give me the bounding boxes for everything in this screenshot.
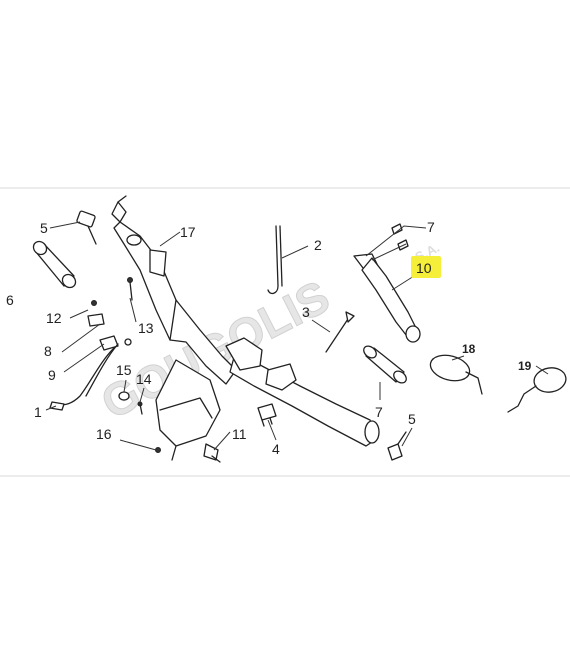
screws-7 [391, 223, 409, 251]
callout-16: 16 [96, 426, 112, 442]
right-grip [363, 345, 407, 384]
callout-15: 15 [116, 362, 132, 378]
callout-10: 10 [416, 260, 432, 276]
callout-7-top: 7 [427, 219, 435, 235]
cable-parts [49, 300, 132, 411]
callout-6: 6 [6, 292, 14, 308]
callout-17: 17 [180, 224, 196, 240]
callout-5-top: 5 [40, 220, 48, 236]
mirror-left [429, 354, 483, 395]
callout-14: 14 [136, 371, 152, 387]
bolt-16 [155, 447, 161, 453]
leader-lines [45, 221, 549, 451]
switch-4 [257, 403, 277, 427]
callout-labels: 5 17 2 7 10 6 12 13 3 8 9 18 19 15 14 1 … [6, 219, 532, 457]
callout-8: 8 [44, 343, 52, 359]
callout-18: 18 [462, 342, 476, 356]
callout-12: 12 [46, 310, 62, 326]
right-bottom-bolt [387, 431, 407, 461]
mirror-right [507, 367, 567, 413]
callout-5-bottom: 5 [408, 411, 416, 427]
callout-3: 3 [302, 304, 310, 320]
callout-7-bottom: 7 [375, 404, 383, 420]
callout-1: 1 [34, 404, 42, 420]
left-grip [32, 240, 77, 289]
left-top-bolt [76, 210, 97, 245]
callout-11: 11 [232, 426, 247, 442]
callout-19: 19 [518, 359, 532, 373]
pin-3 [325, 311, 355, 353]
callout-13: 13 [138, 320, 154, 336]
callout-2: 2 [314, 237, 322, 253]
pin-13 [127, 277, 133, 301]
callout-9: 9 [48, 367, 56, 383]
highlight-part-10 [411, 256, 441, 278]
callout-4: 4 [272, 441, 280, 457]
bolt-11 [203, 443, 221, 463]
handlebar-frame [111, 195, 380, 461]
rod-2 [267, 225, 283, 295]
brake-lever [353, 253, 421, 343]
